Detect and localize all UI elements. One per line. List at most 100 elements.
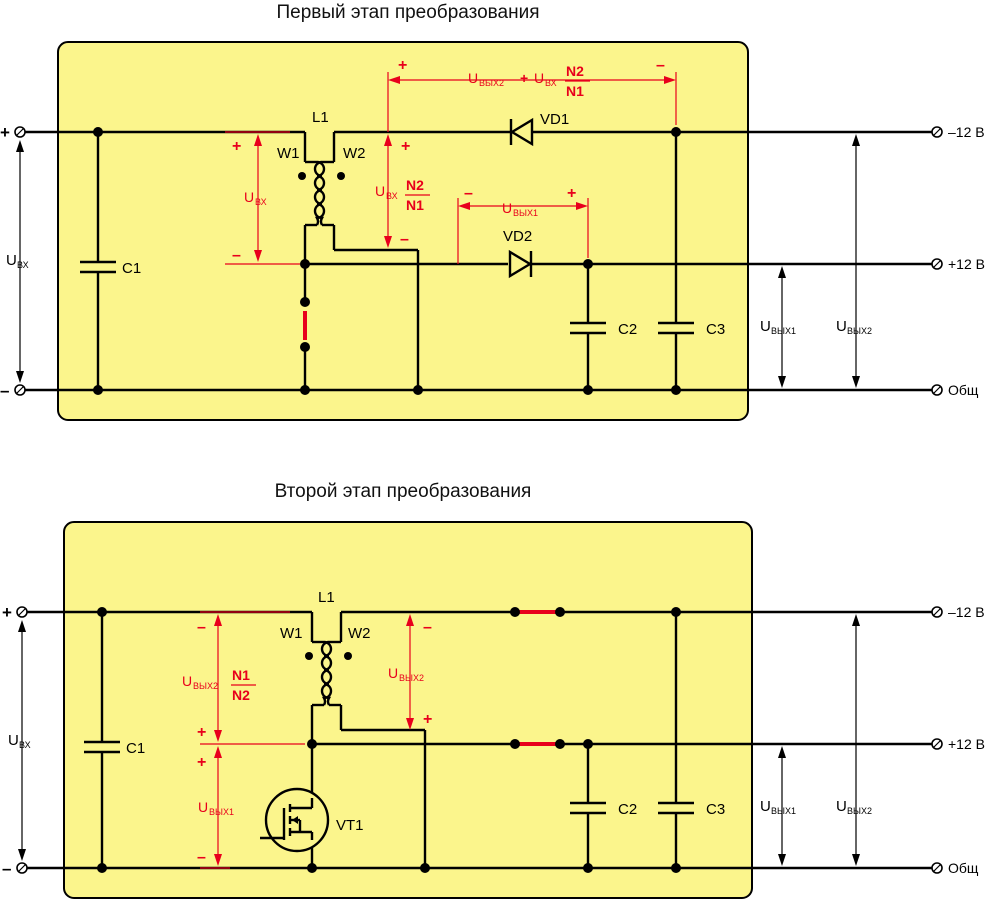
stage2-sign-vt-minus: – [197,849,206,866]
stage2-w1-label: W1 [280,625,303,642]
svg-text:U: U [760,318,771,335]
svg-text:U: U [182,673,192,689]
stage1-uout2-label: U ВЫХ2 [836,318,872,336]
svg-text:ВЫХ1: ВЫХ1 [771,326,796,336]
stage1-red-uw2-label: U ВХ N2 N1 [375,177,430,213]
svg-text:ВХ: ВХ [255,197,267,207]
svg-text:ВЫХ2: ВЫХ2 [399,673,424,683]
stage1-wires [24,130,932,392]
svg-text:U: U [388,665,398,681]
svg-text:N2: N2 [566,63,584,79]
stage2-junctions [97,607,681,873]
stage2-uvx-label: U ВХ [8,732,31,750]
stage1-inductor-l1 [298,160,345,227]
stage1-c2-label: C2 [618,321,637,338]
svg-text:ВЫХ2: ВЫХ2 [479,78,504,88]
stage1-terminal-common: Общ [948,382,979,398]
stage1-sign-out1-plus: + [567,185,576,202]
stage1-sign-uvx-minus: – [232,247,241,264]
stage2-uout2-label: U ВЫХ2 [836,798,872,816]
stage1-vd2-label: VD2 [503,228,532,245]
stage1-c1-label: C1 [122,260,141,277]
stage2-red-uw1-label: U ВЫХ2 N1 N2 [182,667,256,703]
stage2-terminal-minus12: –12 В [948,604,985,620]
stage2-vt1-label: VT1 [336,817,364,834]
stage2-sign-w1-minus: – [197,619,206,636]
stage1-red-annotations [225,72,677,265]
stage2-red-annotations [200,611,414,869]
stage2-panel [63,521,753,899]
stage2-capacitor-c3 [658,801,694,815]
stage1-panel [57,41,749,421]
stage2-c3-label: C3 [706,801,725,818]
stage2-w2-label: W2 [348,625,371,642]
svg-text:ВХ: ВХ [545,78,557,88]
svg-text:ВХ: ВХ [17,260,29,270]
stage2-terminal-plus12: +12 В [948,736,985,752]
svg-text:ВХ: ВХ [19,740,31,750]
stage1-terminals [14,126,943,396]
stage2-terminals [16,606,943,874]
svg-text:ВЫХ1: ВЫХ1 [513,208,538,218]
stage1-capacitor-c2 [570,321,606,335]
svg-text:ВЫХ1: ВЫХ1 [771,806,796,816]
svg-text:U: U [198,799,208,815]
svg-text:U: U [836,318,847,335]
stage2-l1-label: L1 [318,589,335,606]
stage1-sign-out1-minus: – [464,185,473,202]
stage2-uout1-label: U ВЫХ1 [760,798,796,816]
stage1-sign-top-plus: + [398,57,407,74]
stage2-input-minus: – [2,859,11,878]
stage2-sign-w1-plus: + [197,724,206,741]
stage1-sign-top-minus: – [656,57,665,74]
stage1-capacitor-c3 [658,321,694,335]
svg-text:U: U [8,732,19,749]
svg-text:N1: N1 [406,197,424,213]
stage1-red-uvx-label: U ВХ [244,189,267,207]
stage2-red-uvt-label: U ВЫХ1 [198,799,234,817]
stage1-voltage-arrows [16,134,860,388]
svg-text:ВЫХ2: ВЫХ2 [193,681,218,691]
svg-text:U: U [760,798,771,815]
stage1-sign-w2-minus: – [400,231,409,248]
svg-text:U: U [502,200,512,216]
svg-text:U: U [836,798,847,815]
stage2-sign-w2-minus: – [423,619,432,636]
stage1-sign-uvx-plus: + [232,138,241,155]
stage1-diode-vd1 [509,117,534,147]
svg-text:N2: N2 [406,177,424,193]
stage1-uout1-label: U ВЫХ1 [760,318,796,336]
stage1-input-plus: + [0,123,10,142]
stage1-diode-vd2 [508,249,533,279]
stage1-w1-label: W1 [277,145,300,162]
svg-text:N1: N1 [232,667,250,683]
stage1-capacitor-c1 [80,260,116,274]
svg-text:U: U [6,252,17,269]
svg-text:N2: N2 [232,687,250,703]
stage2-capacitor-c1 [84,740,120,754]
svg-text:ВЫХ1: ВЫХ1 [209,807,234,817]
stage2-capacitor-c2 [570,801,606,815]
stage1-junctions [93,127,681,395]
stage1-terminal-plus12: +12 В [948,256,985,272]
svg-text:U: U [244,189,254,205]
stage1-l1-label: L1 [312,109,329,126]
stage2-red-uw2-label: U ВЫХ2 [388,665,424,683]
stage1-input-minus: – [0,381,9,400]
stage2-wires [24,610,932,870]
stage2-inductor-l1 [305,640,352,707]
stage1-vd1-label: VD1 [540,111,569,128]
stage2-c1-label: C1 [126,740,145,757]
stage2-input-plus: + [2,603,12,622]
stage2-transistor-vt1 [260,787,330,853]
svg-text:+: + [520,70,528,86]
svg-text:ВЫХ2: ВЫХ2 [847,806,872,816]
svg-text:U: U [375,183,385,199]
stage2-sign-w2-plus: + [423,711,432,728]
stage2-sign-vt-plus: + [197,754,206,771]
stage1-uvx-label: U ВХ [6,252,29,270]
stage1-sign-w2-plus: + [401,138,410,155]
svg-text:U: U [468,70,478,86]
stage2-title: Второй этап преобразования [275,481,532,502]
